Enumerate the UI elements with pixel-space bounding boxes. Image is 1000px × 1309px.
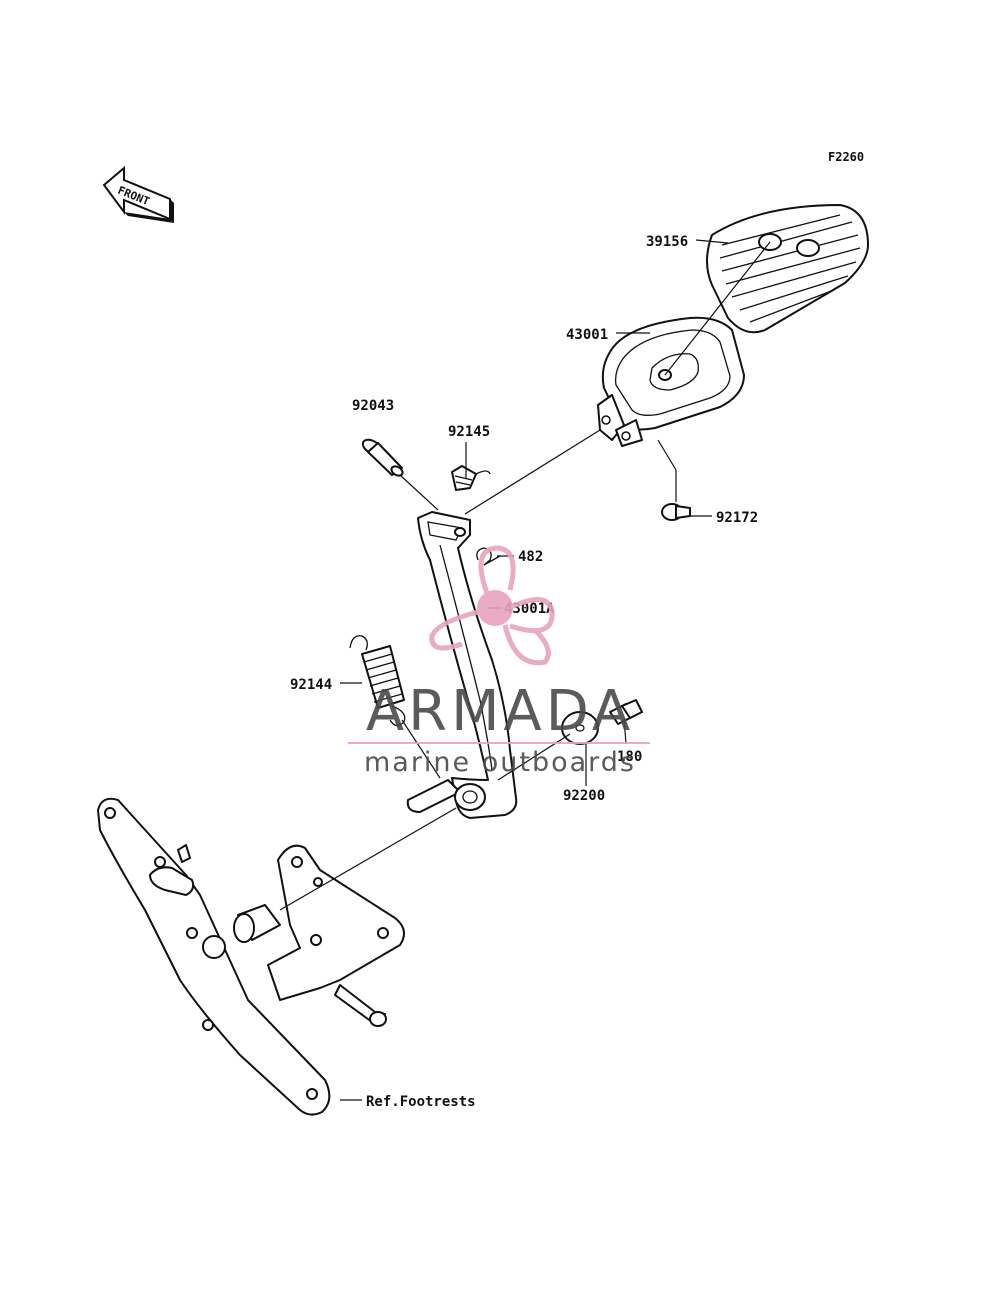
footrest-bracket (97, 797, 405, 1116)
propeller-hub-icon (477, 590, 513, 626)
leader-lines (279, 239, 771, 1101)
pedal-plate (597, 316, 745, 447)
bolt-part (609, 699, 643, 725)
tension-spring (349, 635, 406, 727)
label-ref-footrests: Ref.Footrests (366, 1094, 476, 1110)
label-92172: 92172 (716, 510, 758, 526)
label-92145: 92145 (448, 424, 490, 440)
brake-pedal-arm (406, 511, 518, 819)
label-39156: 39156 (646, 234, 688, 250)
return-spring-small (451, 465, 491, 491)
cotter-pin-part (476, 547, 501, 566)
diagram-code: F2260 (828, 150, 864, 164)
propeller-logo-icon (429, 545, 555, 666)
label-43001: 43001 (566, 327, 608, 343)
watermark-brand: ARMADA (366, 679, 634, 744)
label-482: 482 (518, 549, 543, 565)
front-arrow-icon: FRONT (102, 165, 174, 223)
label-180: 180 (617, 749, 642, 765)
label-92144: 92144 (290, 677, 332, 693)
label-92043: 92043 (352, 398, 394, 414)
watermark-tagline: marine outboards (364, 747, 636, 778)
label-92200: 92200 (563, 788, 605, 804)
screw-part (661, 503, 691, 521)
pedal-rubber-pad (706, 204, 869, 334)
pin-part (361, 438, 404, 477)
armada-watermark: ARMADA marine outboards (348, 545, 650, 778)
